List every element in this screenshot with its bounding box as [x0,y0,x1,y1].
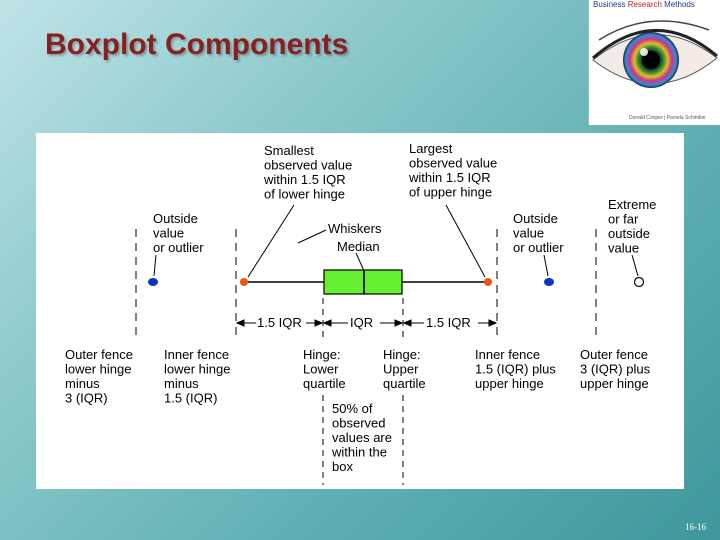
outer-fence-lower-label-line: minus [65,376,100,391]
outer-fence-lower-label-line: lower hinge [65,362,132,377]
iqr-dimension-arrows [235,319,498,327]
extreme-value-label-line: Extreme [608,197,656,212]
fifty-percent-label-line: within the [331,445,387,460]
outside-right-pointer [543,254,549,277]
inner-fence-upper-label-line: 1.5 (IQR) plus [475,362,556,377]
fifty-percent-label-line: box [332,459,353,474]
median-label: Median [337,239,380,254]
extreme-point [633,276,645,288]
page-number: 16-16 [685,522,706,532]
highest-within-fence-point [484,278,492,286]
hinge-upper-label-line: Hinge: [383,347,421,362]
logo-brand-text: Business Research Methods [593,0,695,9]
outer-fence-lower-label-line: Outer fence [65,347,133,362]
smallest-observed-label-line: within 1.5 IQR [263,172,346,187]
outer-fence-upper-label-line: 3 (IQR) plus [580,362,651,377]
publisher-logo: Business Research Methods Donald Cooper … [588,0,720,125]
logo-subtitle: Donald Cooper | Pamela Schindler [629,115,706,121]
outer-fence-lower-label-line: 3 (IQR) [65,391,108,406]
eye-icon [592,20,718,88]
hinge-upper-label-line: quartile [383,376,426,391]
outer-fence-upper-label-line: upper hinge [580,376,649,391]
inner-fence-upper-label-line: Inner fence [475,347,540,362]
hinge-lower-label-line: Hinge: [303,347,341,362]
inner-fence-lower-label-line: Inner fence [164,347,229,362]
iqr-left-label: 1.5 IQR [257,315,302,330]
hinge-lower-label-line: Lower [303,362,339,377]
outside-value-left-label-line: Outside [153,211,198,226]
smallest-observed-label-line: of lower hinge [264,187,345,202]
outside-left-pointer [153,254,157,277]
largest-observed-label-line: observed value [409,156,497,171]
median-pointer [355,252,365,272]
iqr-mid-label: IQR [350,315,373,330]
inner-fence-upper-label-line: upper hinge [475,376,544,391]
outside-value-right-label-line: or outlier [513,240,564,255]
outer-fence-upper-label-line: Outer fence [580,347,648,362]
diagram-panel: Whiskers Median 1.5 IQR IQR 1.5 IQR Smal… [36,133,684,489]
outside-value-left-label-line: or outlier [153,240,204,255]
lowest-within-fence-point [240,278,248,286]
outlier-point-right [544,278,554,286]
whiskers-label: Whiskers [328,221,382,236]
iqr-right-label: 1.5 IQR [426,315,471,330]
fifty-percent-label-line: observed [332,416,385,431]
extreme-value-label-line: value [608,241,639,256]
hinge-upper-label-line: Upper [383,362,419,377]
extreme-pointer [631,254,639,277]
largest-observed-label-line: Largest [409,141,453,156]
fifty-percent-label-line: 50% of [332,401,373,416]
slide-title: Boxplot Components [45,28,349,61]
iqr-box-lower [323,269,365,295]
outside-value-left-label-line: value [153,226,184,241]
outside-value-right-label-line: value [513,226,544,241]
inner-fence-lower-label-line: minus [164,376,199,391]
whiskers-pointer [297,229,327,244]
largest-pointer [445,204,486,278]
smallest-observed-label-line: Smallest [264,143,314,158]
extreme-value-label-line: outside [608,226,650,241]
smallest-observed-label-line: observed value [264,158,352,173]
outside-value-right-label-line: Outside [513,211,558,226]
hinge-lower-label-line: quartile [303,376,346,391]
boxplot-diagram: Whiskers Median 1.5 IQR IQR 1.5 IQR Smal… [65,141,656,485]
extreme-value-label-line: or far [608,212,639,227]
largest-observed-label-line: of upper hinge [409,185,492,200]
largest-observed-label-line: within 1.5 IQR [408,170,491,185]
inner-fence-lower-label-line: 1.5 (IQR) [164,391,217,406]
outlier-point-left [148,278,158,286]
inner-fence-lower-label-line: lower hinge [164,362,231,377]
iqr-box-upper [363,269,403,295]
smallest-pointer [247,204,295,278]
fifty-percent-label-line: values are [332,430,392,445]
